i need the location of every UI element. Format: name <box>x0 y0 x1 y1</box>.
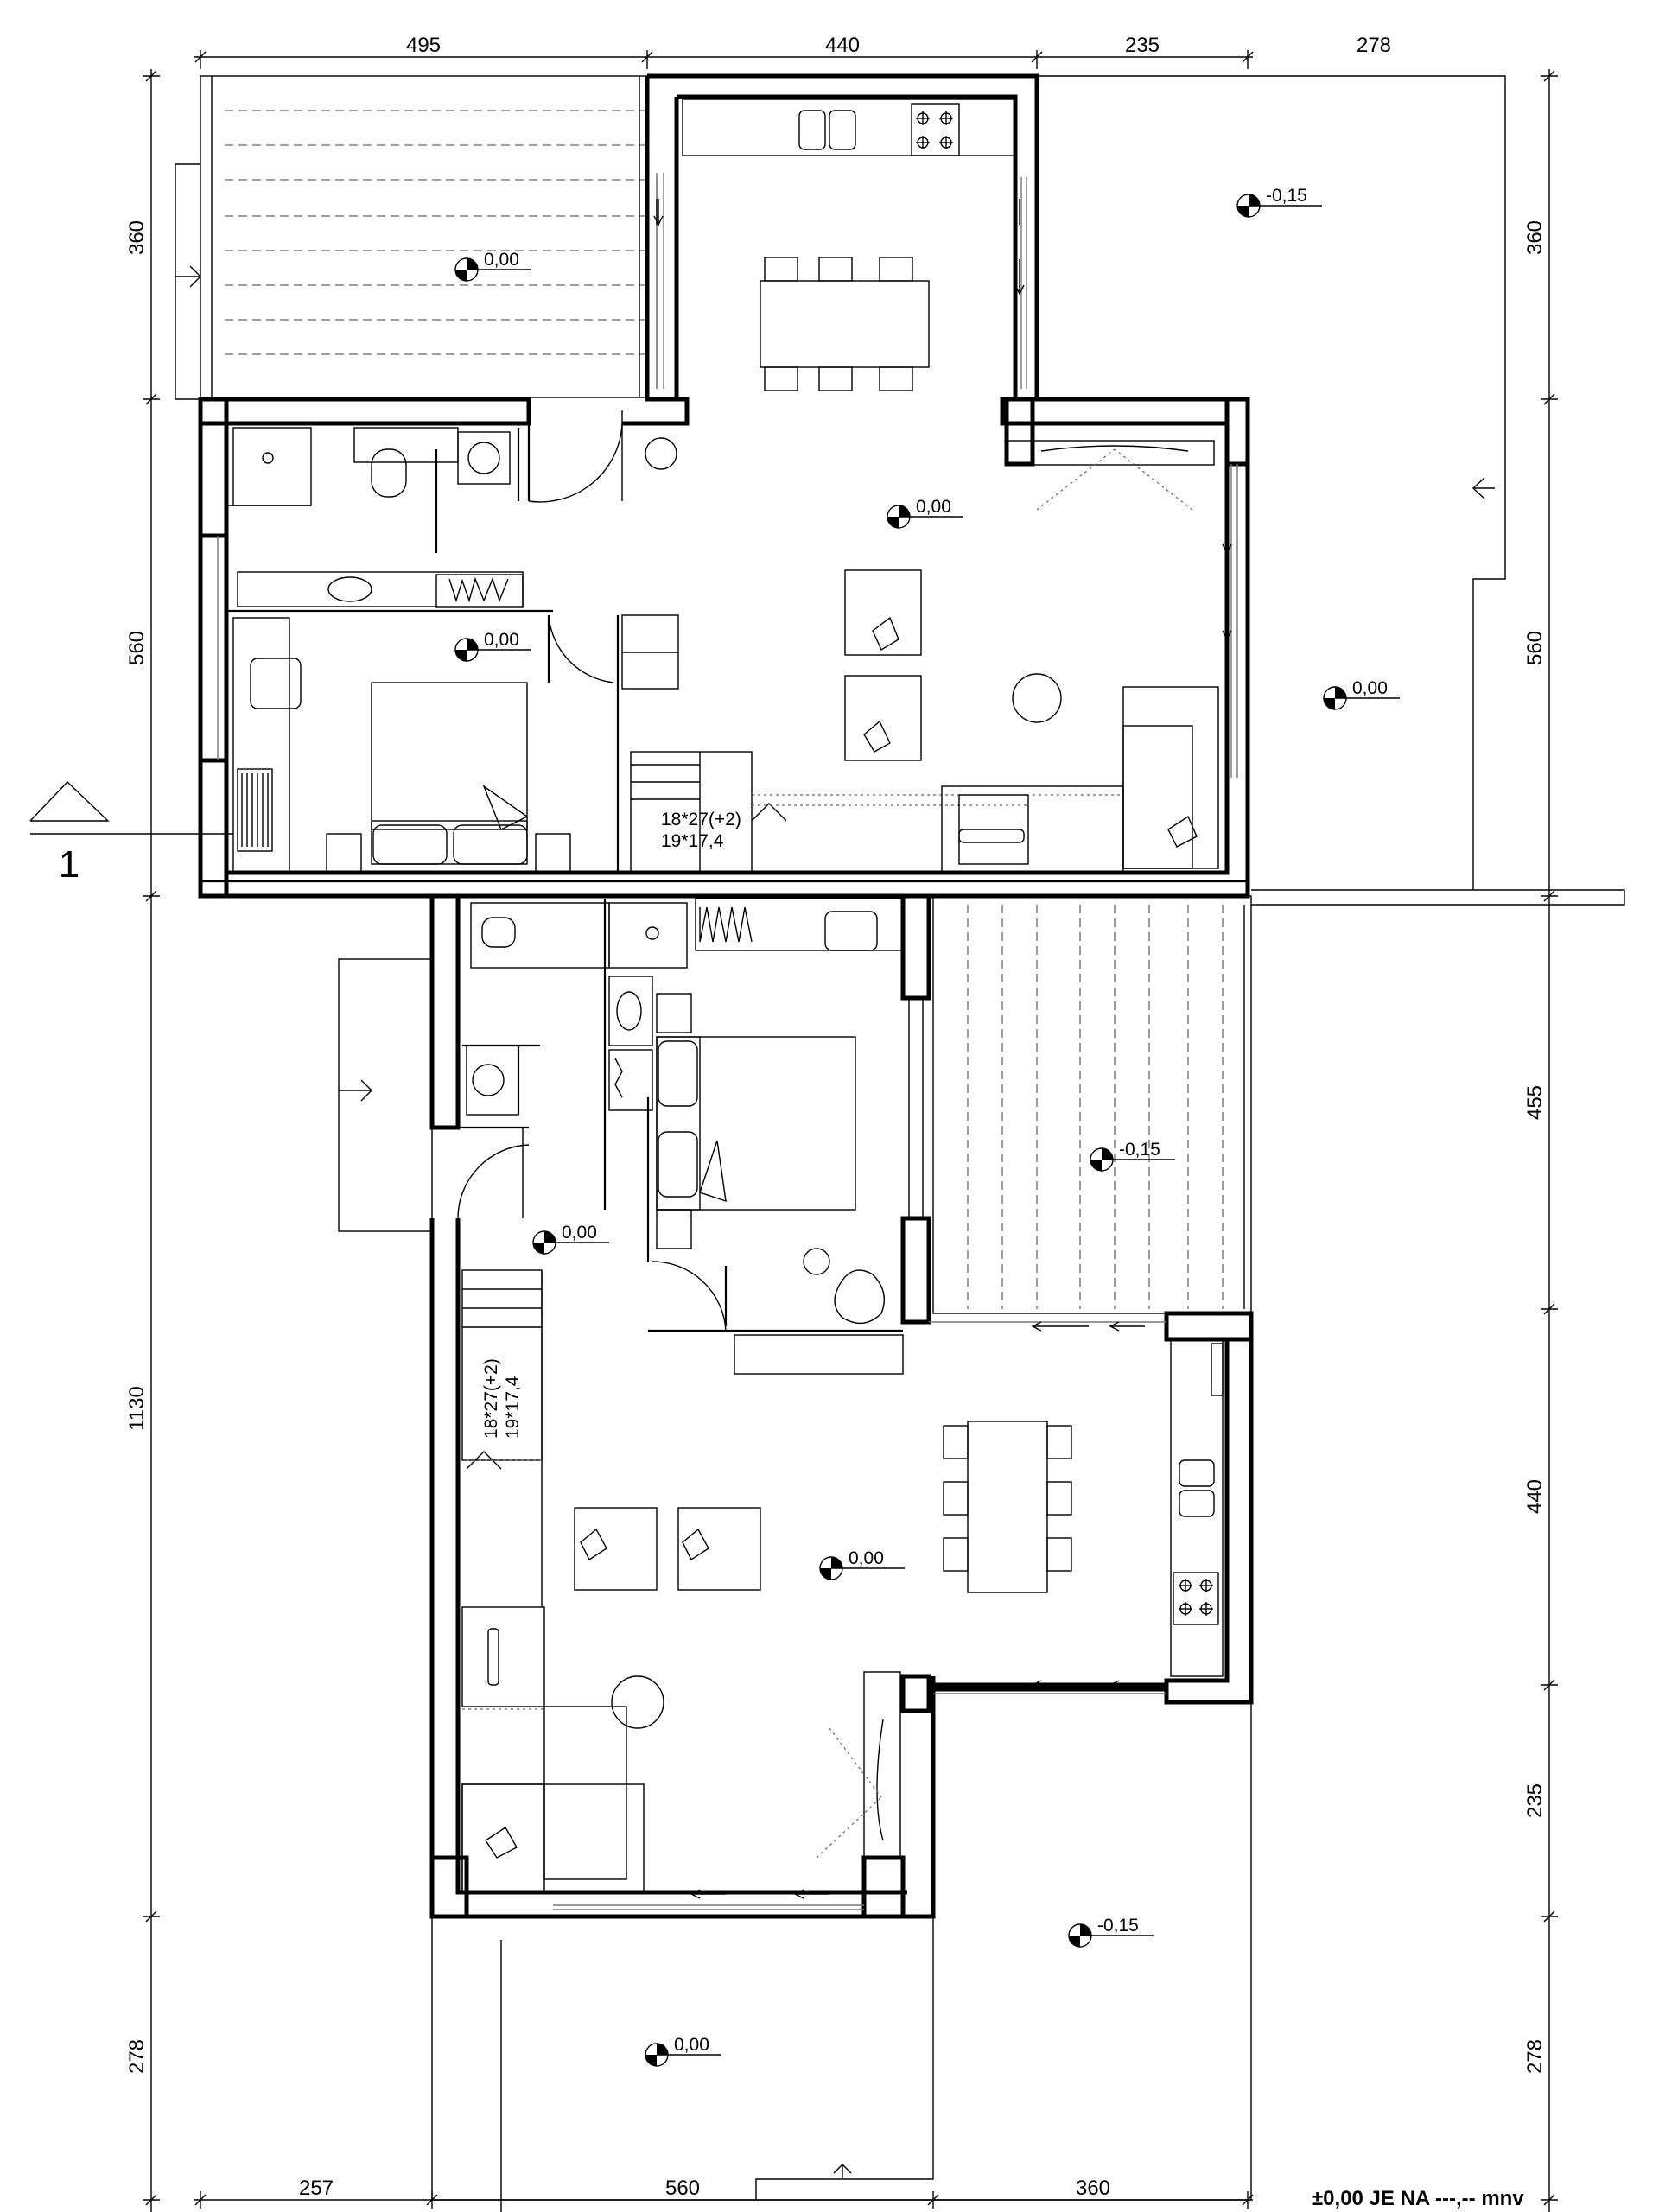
level-marker: 0,00 <box>532 1223 609 1255</box>
lower-interior <box>457 898 1224 1893</box>
stair-note-lower-1: 18*27(+2) <box>481 1358 501 1439</box>
lower-unit-walls <box>429 896 1254 1919</box>
dimension-labels: 495 440 235 278 257 560 360 360 560 1130… <box>125 34 1547 2200</box>
svg-text:0,00: 0,00 <box>916 497 951 517</box>
section-marker: 1 <box>29 781 233 886</box>
stair-note-lower-2: 19*17,4 <box>503 1376 523 1439</box>
elevation-note: ±0,00 JE NA ---,-- mnv <box>1312 2187 1524 2210</box>
level-marker: -0,15 <box>1068 1916 1154 1948</box>
svg-text:0,00: 0,00 <box>484 630 519 650</box>
dimension-lines <box>143 50 1558 2212</box>
svg-text:0,00: 0,00 <box>562 1223 597 1243</box>
site-outlines <box>175 75 1625 2212</box>
section-label: 1 <box>59 843 79 886</box>
svg-text:0,00: 0,00 <box>849 1548 884 1568</box>
level-marker: -0,15 <box>1236 186 1322 218</box>
stair-note-upper-1: 18*27(+2) <box>661 810 741 830</box>
svg-text:-0,15: -0,15 <box>1266 186 1307 206</box>
level-marker: 0,00 <box>645 2035 721 2067</box>
level-marker: 0,00 <box>454 250 531 282</box>
dim-top-4: 278 <box>1357 34 1391 57</box>
upper-interior <box>226 99 1219 874</box>
level-marker: -0,15 <box>1090 1140 1175 1172</box>
dim-left-1: 360 <box>125 220 149 255</box>
dim-bottom-1: 257 <box>299 2177 334 2200</box>
level-marker: 0,00 <box>1323 678 1400 710</box>
dim-bottom-2: 560 <box>665 2177 700 2200</box>
upper-unit-walls <box>198 73 1250 899</box>
dim-right-4: 440 <box>1523 1479 1547 1514</box>
dim-right-3: 455 <box>1523 1085 1547 1120</box>
dim-top-3: 235 <box>1125 34 1160 57</box>
level-marker: 0,00 <box>819 1548 905 1580</box>
level-marker: 0,00 <box>887 497 963 529</box>
dim-right-5: 235 <box>1523 1783 1547 1818</box>
dim-bottom-3: 360 <box>1076 2177 1110 2200</box>
dim-left-3: 1130 <box>125 1386 149 1431</box>
upper-deck <box>200 75 664 398</box>
level-marker: 0,00 <box>454 630 531 662</box>
dim-left-2: 560 <box>125 631 149 665</box>
svg-text:0,00: 0,00 <box>484 250 519 270</box>
svg-text:-0,15: -0,15 <box>1097 1916 1139 1936</box>
level-markers: 0,00 -0,15 0,00 0,00 0,00 0,00 <box>454 186 1400 2067</box>
dim-right-2: 560 <box>1523 631 1547 665</box>
svg-text:0,00: 0,00 <box>1352 678 1388 698</box>
dim-top-2: 440 <box>825 34 860 57</box>
dim-left-4: 278 <box>125 2039 149 2074</box>
svg-text:0,00: 0,00 <box>674 2035 709 2055</box>
slider-arrows <box>653 199 1232 1899</box>
stair-note-upper-2: 19*17,4 <box>661 831 724 851</box>
dim-right-6: 278 <box>1523 2039 1547 2074</box>
svg-text:-0,15: -0,15 <box>1119 1140 1160 1160</box>
right-deck <box>932 895 1252 1314</box>
dim-right-1: 360 <box>1523 220 1547 255</box>
dim-top-1: 495 <box>406 34 441 57</box>
